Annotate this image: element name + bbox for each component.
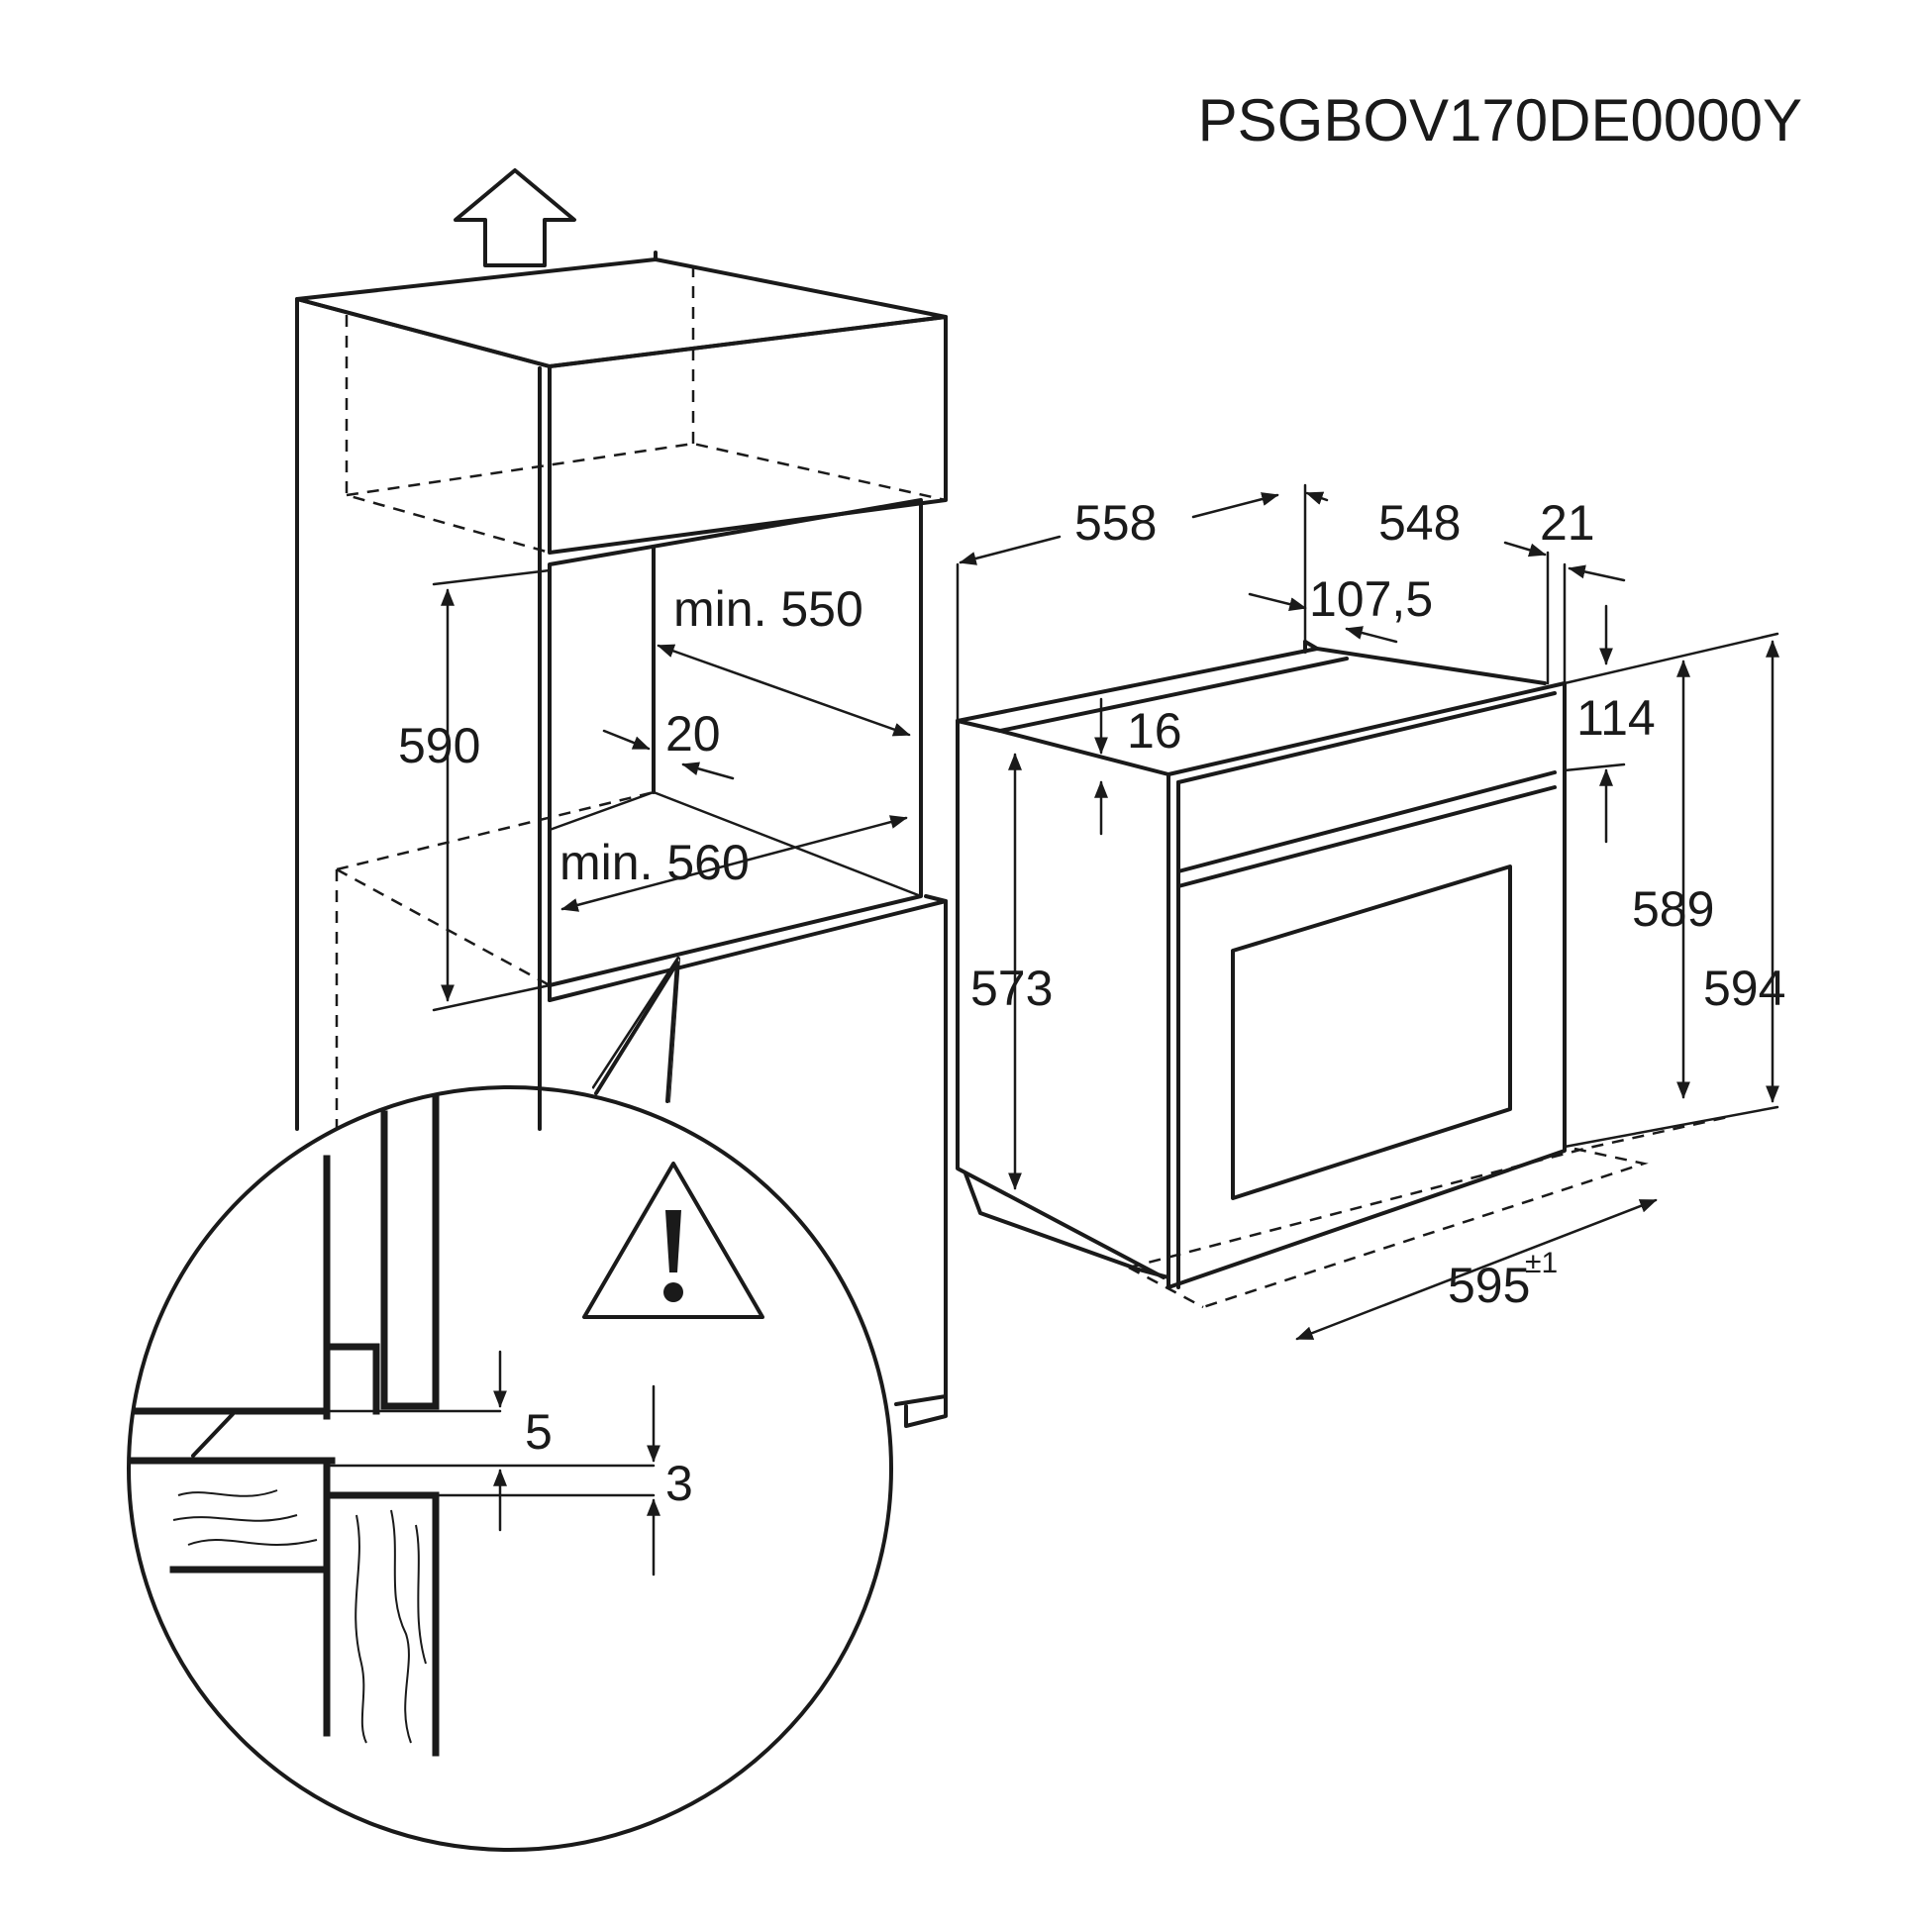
label-niche-depth: min. 560: [559, 835, 750, 890]
label-gap-lower: 3: [665, 1456, 693, 1511]
label-rear-gap: 20: [665, 706, 721, 762]
label-front-height-inner: 589: [1632, 881, 1714, 937]
model-code: PSGBOV170DE0000Y: [1198, 87, 1802, 153]
label-side-offset: 16: [1127, 703, 1182, 759]
label-depth-total: 558: [1074, 495, 1157, 551]
label-front-height-outer: 594: [1703, 961, 1785, 1016]
label-front-thickness: 21: [1540, 495, 1595, 551]
label-width: 595: [1448, 1258, 1530, 1313]
oven-dimension-lines: [956, 483, 1779, 1341]
arrow-up-icon: [454, 168, 576, 267]
label-panel-height: 114: [1576, 690, 1656, 746]
cabinet-dimension-lines: [441, 588, 911, 1002]
label-niche-height: 590: [398, 718, 480, 773]
warning-triangle-icon: [582, 1162, 764, 1319]
label-top-offset: 107,5: [1309, 571, 1433, 627]
label-niche-width: min. 550: [673, 581, 863, 637]
label-gap-upper: 5: [525, 1404, 553, 1460]
detail-callout: [127, 957, 893, 1852]
label-body-height: 573: [970, 961, 1053, 1016]
label-width-tolerance: ±1: [1525, 1247, 1558, 1279]
oven-drawing: [956, 640, 1729, 1309]
label-depth-body: 548: [1378, 495, 1461, 551]
